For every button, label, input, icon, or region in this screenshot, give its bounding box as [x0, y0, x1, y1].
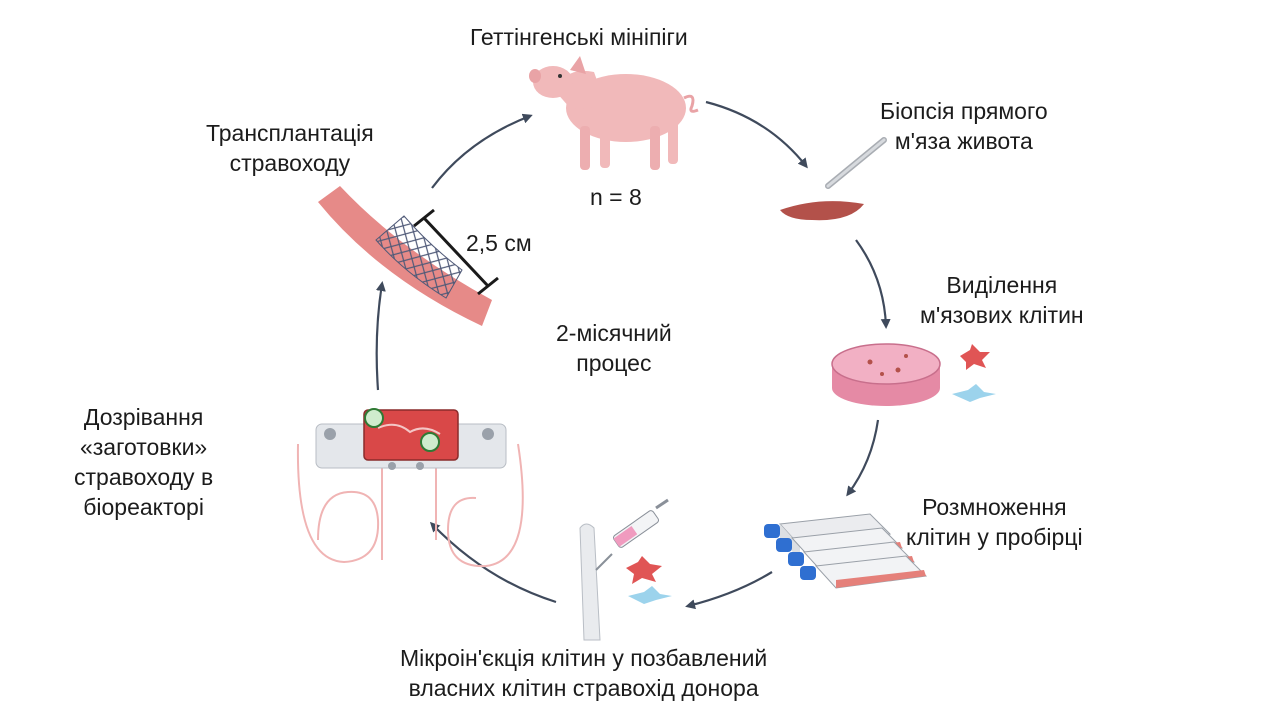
biopsy-label-line1: Біопсія прямого [880, 98, 1048, 124]
isolation-label: Виділення м'язових клітин [920, 270, 1084, 330]
expansion-label: Розмноження клітин у пробірці [906, 492, 1083, 552]
pig-title: Геттінгенські мініпіги [470, 24, 688, 50]
arrow-biopsy-to-isolation [855, 239, 891, 329]
biopsy-label-line2: м'яза живота [894, 128, 1033, 154]
minipig-illustration [529, 56, 699, 170]
length-scale-bar [413, 208, 499, 296]
transplant-label-line1: Трансплантація [206, 120, 374, 146]
donor-esophagus [579, 523, 601, 641]
microinjection-label-line1: Мікроін'єкція клітин у позбавлений [400, 645, 768, 671]
microinjection-label-line2: власних клітин стравохід донора [408, 675, 759, 701]
length-label: 2,5 см [466, 230, 532, 256]
fibroblast-cell-icon-2 [628, 586, 672, 604]
petri-dish [831, 343, 941, 406]
bioreactor [296, 408, 524, 568]
fibroblast-cell-icon [952, 384, 996, 402]
arrow-injection-to-bioreactor [429, 521, 557, 604]
center-label: 2-місячний процес [556, 318, 672, 378]
maturation-label: Дозрівання «заготовки» стравоходу в біор… [74, 402, 213, 522]
arrow-bioreactor-to-transplant [375, 281, 386, 391]
arrow-transplant-to-pig [431, 113, 533, 189]
muscle-biopsy [780, 201, 864, 221]
isolation-label-line2: м'язових клітин [920, 302, 1084, 328]
maturation-label-line2: «заготовки» [79, 434, 208, 460]
muscle-cell-icon-2 [626, 556, 662, 584]
syringe-icon [595, 498, 669, 571]
esophagus-graft [318, 186, 492, 326]
center-label-line2: процес [576, 350, 652, 376]
arrow-expansion-to-injection [685, 571, 773, 610]
biopsy-label: Біопсія прямого м'яза живота [880, 96, 1048, 156]
cycle-arrows [375, 100, 891, 610]
center-label-line1: 2-місячний [556, 320, 672, 346]
culture-flasks [764, 513, 928, 589]
transplant-label-line2: стравоходу [229, 150, 351, 176]
expansion-label-line1: Розмноження [922, 494, 1067, 520]
scalpel-icon [818, 137, 887, 196]
maturation-label-line3: стравоходу в [74, 464, 214, 490]
transplant-label: Трансплантація стравоходу [206, 118, 374, 178]
sample-size: n = 8 [590, 184, 642, 210]
isolation-label-line1: Виділення [946, 272, 1058, 298]
expansion-label-line2: клітин у пробірці [906, 524, 1083, 550]
maturation-label-line4: біореакторі [83, 494, 204, 520]
maturation-label-line1: Дозрівання [83, 404, 204, 430]
arrow-pig-to-biopsy [705, 100, 808, 169]
arrow-isolation-to-expansion [846, 419, 880, 497]
microinjection-label: Мікроін'єкція клітин у позбавлений власн… [400, 643, 767, 703]
muscle-cell-icon [960, 344, 990, 370]
